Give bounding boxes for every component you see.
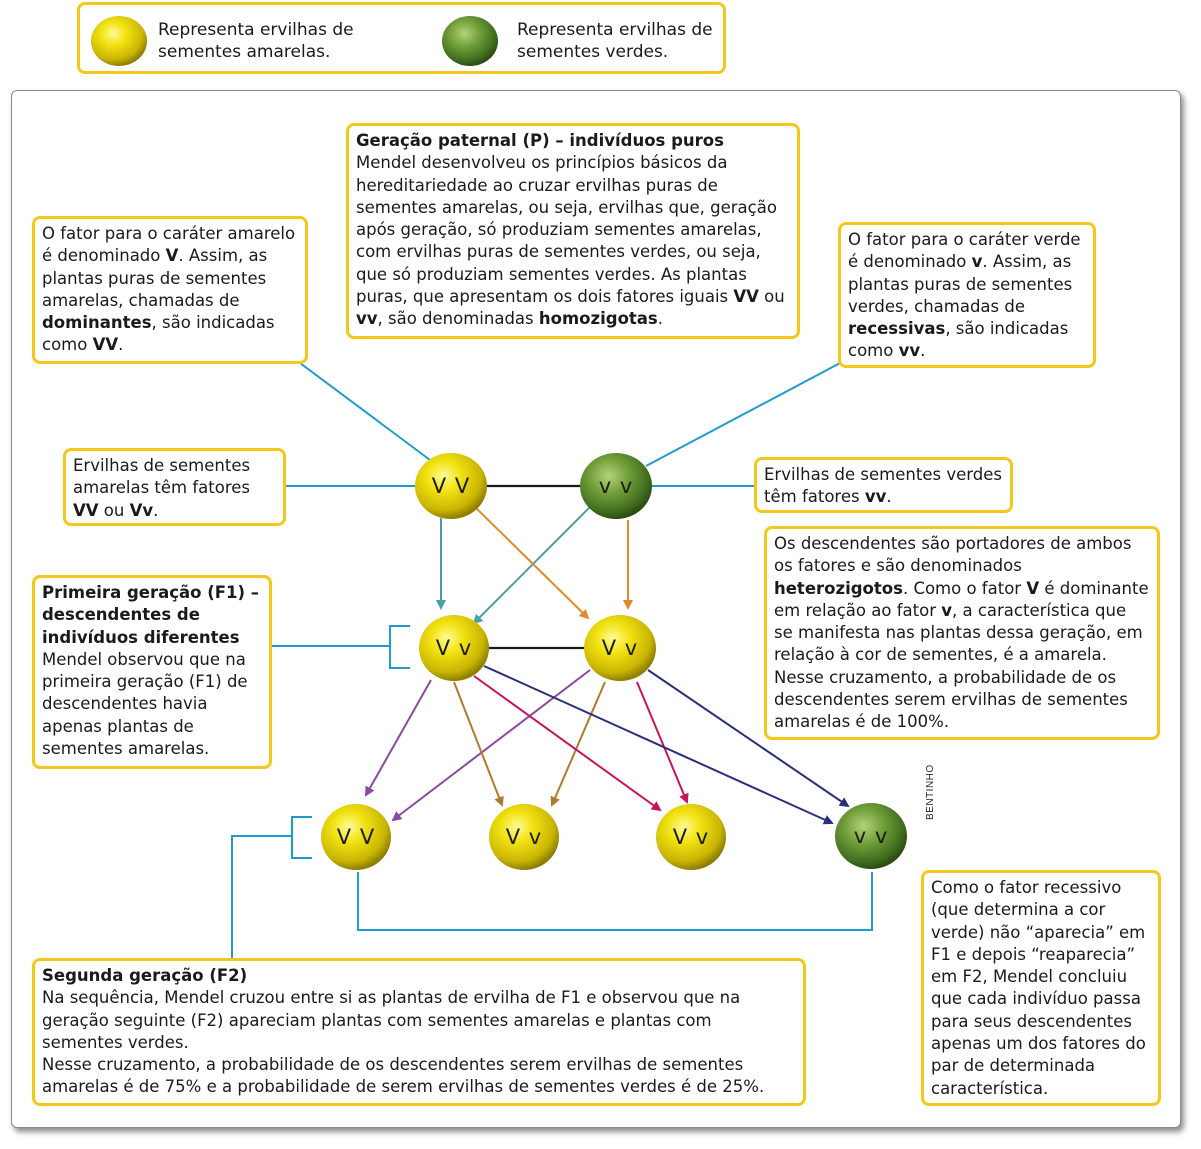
yellow-pea-icon (415, 453, 487, 519)
parental-period: . (657, 309, 664, 329)
recessive-body: Como o fator recessivo (que determina a … (931, 878, 1146, 1098)
yellow-factor-text-1: O fator para o caráter amarelo é denomin… (42, 224, 296, 266)
parental-generation-box: Geração paternal (P) – indivíduos puros … (346, 123, 800, 339)
yellow-pea-icon (656, 804, 726, 870)
parental-vv-lower: vv (356, 309, 378, 329)
parental-homozygous: homozigotas (538, 309, 658, 329)
parental-title: Geração paternal (P) – indivíduos puros (356, 131, 724, 150)
legend-green-text: Representa ervilhas de sementes verdes. (517, 20, 713, 62)
green-factor-text-4: . (920, 341, 926, 361)
pea-f1-right: V v (583, 614, 657, 682)
heterozygous-bold-2: V (1026, 578, 1040, 598)
green-peas-text-1: Ervilhas de sementes verdes têm fatores (764, 465, 1002, 507)
parental-are-called: , são denominadas (377, 309, 539, 329)
green-peas-bold-1: vv (864, 487, 887, 507)
green-factor-text-2: . Assim, as plantas puras de sementes ve… (848, 252, 1073, 316)
f2-title: Segunda geração (F2) (42, 966, 248, 985)
yellow-factor-text-4: . (118, 335, 124, 355)
heterozygous-text-2: . Como o fator (902, 578, 1027, 598)
green-factor-text-3: , são indicadas como (848, 319, 1069, 361)
green-pea-icon (442, 16, 498, 66)
pea-label: V V (336, 825, 376, 849)
f1-title: Primeira geração (F1) – descendentes de … (42, 583, 260, 647)
pea-parent-yellow: V V (414, 452, 488, 520)
pea-label: V v (505, 825, 543, 849)
pea-parent-green: v v (579, 452, 653, 520)
yellow-factor-bold-1: V (165, 246, 179, 266)
yellow-pea-icon (91, 16, 147, 66)
yellow-peas-factors-box: Ervilhas de sementes amarelas têm fatore… (63, 448, 286, 526)
heterozygous-bold-3: v (941, 600, 952, 620)
pea-f2-2: V v (488, 803, 560, 871)
f1-body: Mendel observou que na primeira geração … (42, 649, 248, 759)
yellow-peas-bold-2: Vv (129, 500, 154, 520)
recessive-box: Como o fator recessivo (que determina a … (921, 870, 1161, 1106)
parental-vv: VV (733, 287, 759, 307)
yellow-pea-icon (584, 615, 656, 681)
legend: Representa ervilhas de sementes amarelas… (77, 2, 726, 74)
pea-label: V V (431, 474, 471, 498)
pea-label: V v (601, 636, 639, 660)
illustrator-credit: BENTINHO (925, 764, 936, 820)
yellow-factor-text-2: . Assim, as plantas puras de sementes am… (42, 246, 268, 310)
pea-label: V v (672, 825, 710, 849)
pea-label: V v (435, 636, 473, 660)
legend-yellow-text: Representa ervilhas de sementes amarelas… (158, 20, 354, 62)
heterozygous-bold-1: heterozigotos (774, 578, 903, 598)
f2-body-2: Nesse cruzamento, a probabilidade de os … (42, 1055, 765, 1097)
heterozygous-text-3: é dominante em relação ao fator (774, 578, 1149, 620)
heterozygous-text-1: Os descendentes são portadores de ambos … (774, 534, 1132, 576)
yellow-factor-bold-3: VV (92, 335, 119, 355)
green-pea-icon (580, 453, 652, 519)
yellow-peas-text-1: Ervilhas de sementes amarelas têm fatore… (73, 456, 251, 498)
pea-f1-left: V v (418, 614, 490, 682)
yellow-pea-icon (489, 804, 559, 870)
f2-body-1: Na sequência, Mendel cruzou entre si as … (42, 988, 741, 1052)
f1-box: Primeira geração (F1) – descendentes de … (32, 575, 272, 769)
yellow-factor-box: O fator para o caráter amarelo é denomin… (32, 216, 308, 364)
green-peas-factors-box: Ervilhas de sementes verdes têm fatores … (754, 457, 1013, 513)
yellow-pea-icon (321, 804, 391, 870)
green-pea-icon (835, 803, 907, 869)
pea-f2-3: V v (655, 803, 727, 871)
green-factor-bold-1: v (971, 252, 983, 272)
pea-f2-1: V V (320, 803, 392, 871)
pea-f2-4: v v (834, 802, 908, 870)
pea-label: v v (598, 474, 634, 498)
yellow-peas-bold-1: VV (73, 500, 99, 520)
parental-body: Mendel desenvolveu os princípios básicos… (356, 153, 777, 307)
green-peas-text-2: . (886, 487, 892, 507)
heterozygous-box: Os descendentes são portadores de ambos … (764, 526, 1160, 740)
yellow-factor-bold-2: dominantes (42, 313, 152, 333)
f2-box: Segunda geração (F2) Na sequência, Mende… (32, 958, 806, 1106)
pea-label: v v (853, 824, 889, 848)
green-factor-box: O fator para o caráter verde é denominad… (838, 222, 1096, 368)
yellow-factor-text-3: , são indicadas como (42, 313, 275, 355)
green-factor-bold-2: recessivas (848, 319, 946, 339)
yellow-peas-text-2: ou (98, 500, 130, 520)
parental-or: ou (758, 287, 785, 307)
yellow-pea-icon (419, 615, 489, 681)
green-factor-text-1: O fator para o caráter verde é denominad… (848, 230, 1081, 272)
yellow-peas-text-3: . (153, 500, 159, 520)
green-factor-bold-3: vv (898, 341, 921, 361)
heterozygous-text-4: , a característica que se manifesta nas … (774, 600, 1143, 732)
